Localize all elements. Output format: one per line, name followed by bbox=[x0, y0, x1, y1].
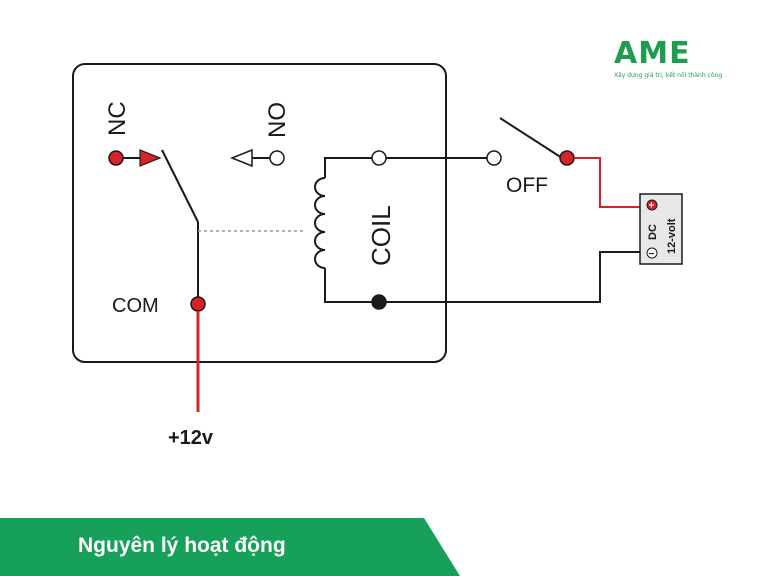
coil-terminal-bottom bbox=[371, 294, 387, 310]
battery-plus-icon bbox=[646, 199, 658, 211]
coil-terminal-top bbox=[371, 150, 387, 166]
banner-title: Nguyên lý hoạt động bbox=[78, 534, 286, 557]
coil-label: COIL bbox=[366, 205, 396, 266]
battery-label-volt: 12-volt bbox=[666, 218, 678, 254]
nc-contact bbox=[108, 149, 162, 167]
switch-lever bbox=[499, 117, 563, 159]
com-label: COM bbox=[112, 295, 159, 317]
battery-positive-wire bbox=[574, 157, 640, 208]
nc-arrow-icon bbox=[139, 149, 162, 167]
banner-background bbox=[0, 518, 460, 576]
no-arrow-icon bbox=[229, 148, 253, 168]
switch-terminal-left bbox=[486, 150, 502, 166]
battery-negative-wire bbox=[386, 251, 640, 303]
armature-switch bbox=[161, 149, 199, 223]
logo-tagline: Xây dựng giá trị, kết nối thành công bbox=[614, 72, 723, 79]
switch-terminal-right bbox=[559, 150, 575, 166]
battery-plus-sign: + bbox=[649, 201, 655, 212]
nc-label: NC bbox=[104, 101, 131, 136]
battery-label-dc: DC bbox=[647, 224, 659, 240]
switch-off-label: OFF bbox=[506, 174, 548, 197]
com-terminal bbox=[190, 296, 206, 312]
supply-label: +12v bbox=[168, 427, 214, 449]
title-banner: Nguyên lý hoạt động bbox=[0, 518, 460, 576]
relay-housing bbox=[72, 63, 447, 363]
battery-minus-icon bbox=[646, 247, 658, 259]
battery-minus-sign: − bbox=[649, 249, 655, 260]
no-label: NO bbox=[264, 102, 291, 138]
logo-text: AME bbox=[614, 36, 691, 71]
no-contact bbox=[229, 148, 285, 168]
coil bbox=[314, 157, 372, 303]
battery-12v bbox=[639, 193, 683, 265]
ame-logo: AME Xây dựng giá trị, kết nối thành công bbox=[614, 38, 724, 80]
